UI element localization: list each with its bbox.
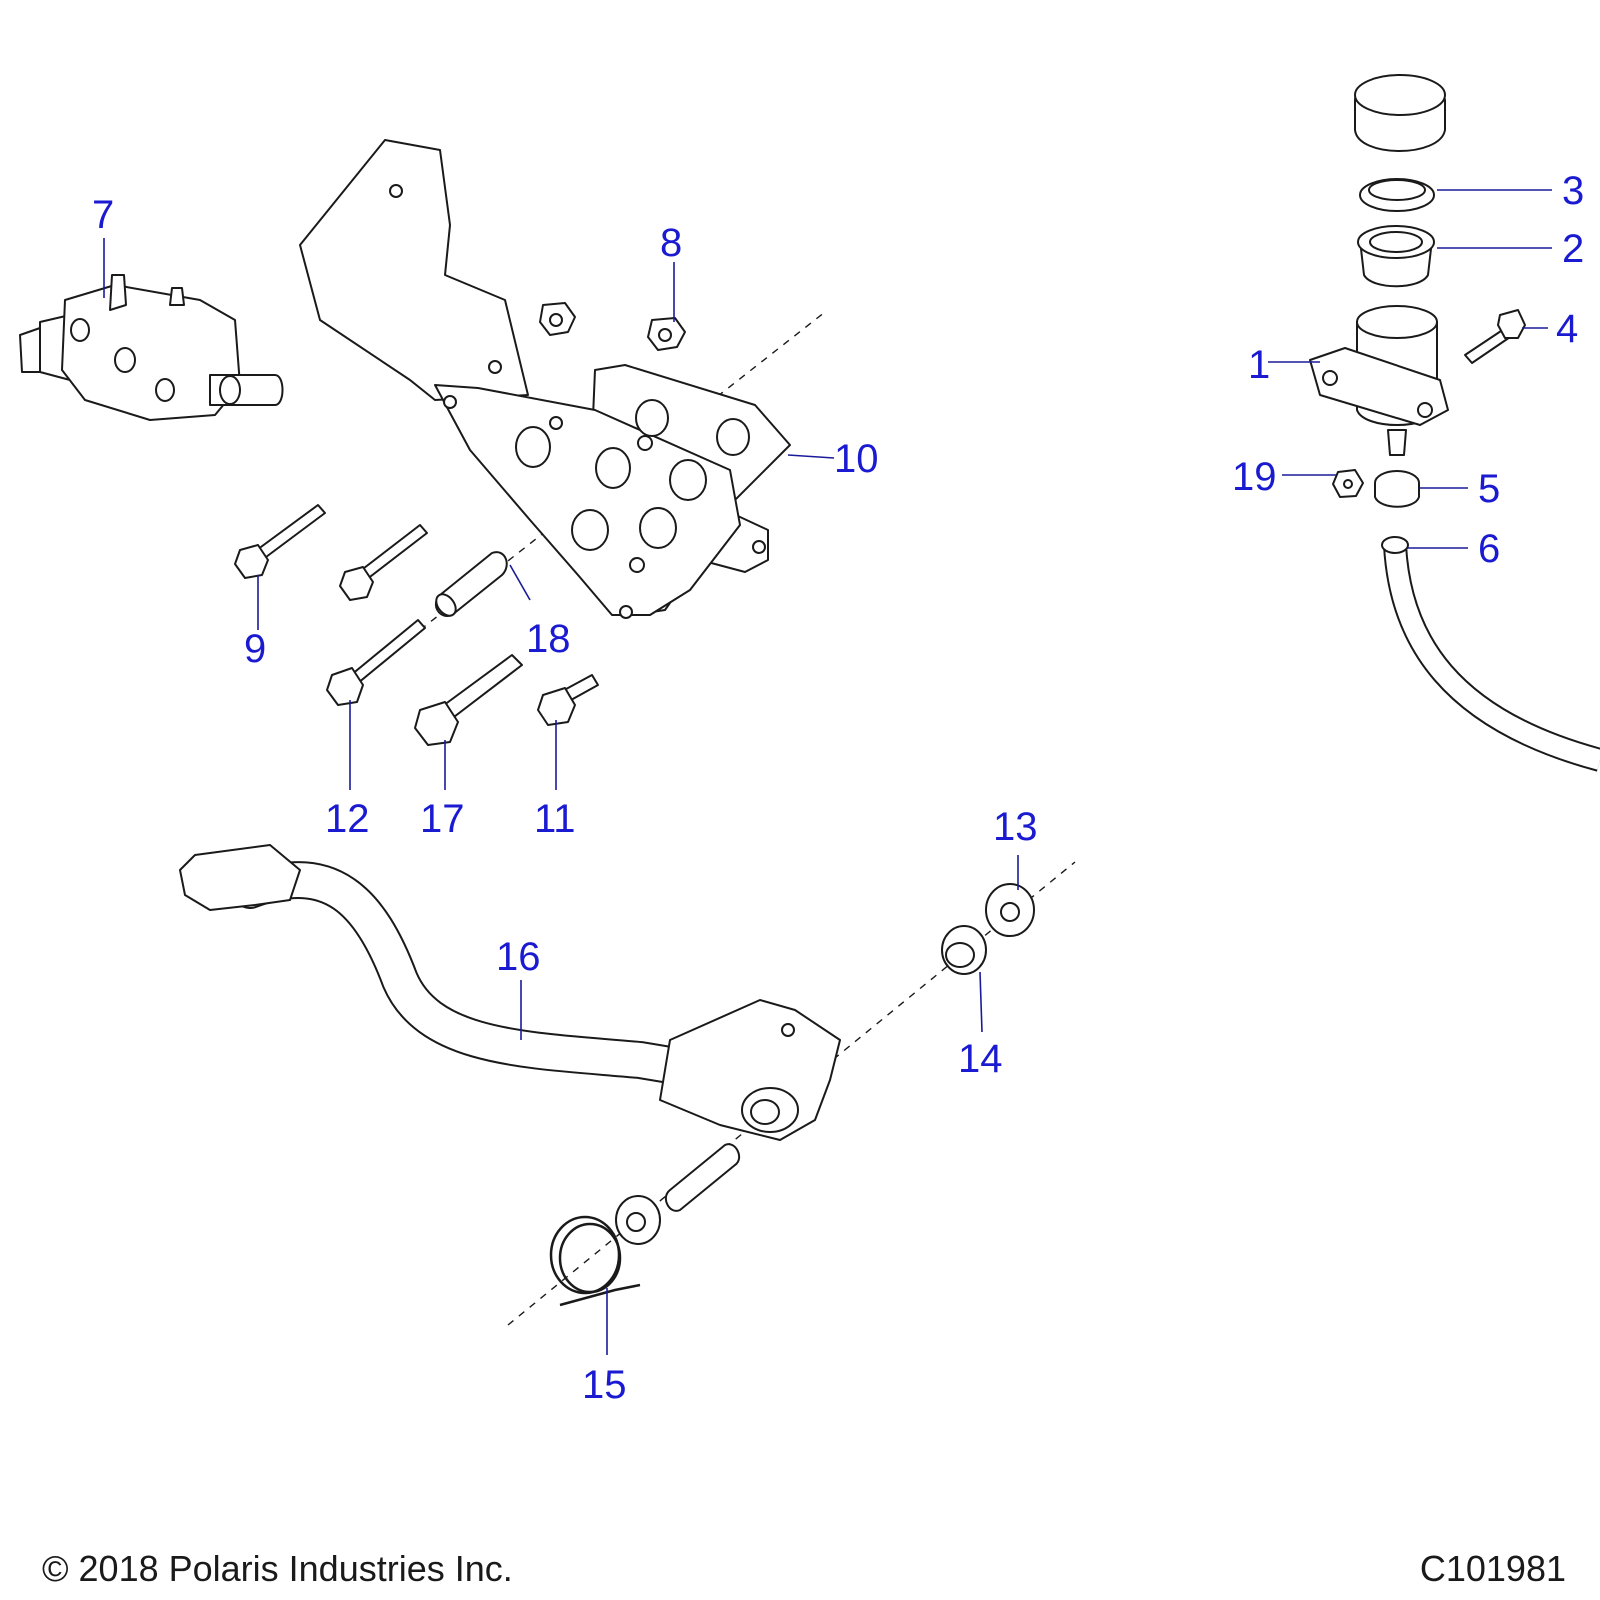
callout-5: 5 (1478, 467, 1500, 511)
callout-3: 3 (1562, 169, 1584, 213)
hose-clamp (1374, 470, 1420, 508)
callout-labels: 1 2 3 4 5 6 7 8 9 10 11 12 13 14 15 16 1… (92, 169, 1584, 1407)
bolt-11 (537, 674, 599, 726)
callout-10: 10 (834, 437, 879, 481)
brake-pedal (179, 844, 841, 1141)
callout-14: 14 (958, 1037, 1003, 1081)
reservoir-screw (1464, 309, 1526, 364)
reservoir-diaphragm (1357, 225, 1435, 288)
bushing-13 (985, 883, 1035, 937)
callout-2: 2 (1562, 227, 1584, 271)
reservoir (1309, 305, 1449, 456)
callout-18: 18 (526, 617, 571, 661)
reservoir-cap (1354, 74, 1446, 152)
reservoir-diaphragm-plate (1359, 178, 1435, 212)
leader-lines (103, 189, 1552, 1355)
bolt-17 (414, 654, 523, 746)
bolt-9b (339, 524, 428, 601)
callout-11: 11 (534, 797, 576, 841)
return-spring (549, 1215, 641, 1307)
reservoir-nut (1332, 469, 1364, 498)
bolt-12 (326, 619, 426, 706)
callout-6: 6 (1478, 527, 1500, 571)
callout-16: 16 (496, 935, 541, 979)
master-cylinder (19, 274, 284, 421)
callout-9: 9 (244, 627, 266, 671)
callout-12: 12 (325, 797, 370, 841)
pedal-bracket (299, 139, 791, 619)
pivot-washer (615, 1195, 661, 1245)
bracket-nut-right (647, 317, 686, 351)
pivot-sleeve (664, 1143, 741, 1212)
bolt-9 (234, 504, 326, 579)
callout-13: 13 (993, 805, 1038, 849)
callout-17: 17 (420, 797, 465, 841)
copyright-notice: © 2018 Polaris Industries Inc. (42, 1548, 513, 1589)
figure-id: C101981 (1419, 1548, 1566, 1589)
callout-8: 8 (660, 221, 682, 265)
callout-19: 19 (1232, 455, 1277, 499)
bushing-14 (941, 925, 987, 975)
callout-7: 7 (92, 193, 114, 237)
callout-1: 1 (1248, 343, 1270, 387)
callout-15: 15 (582, 1363, 627, 1407)
sleeve-18 (434, 551, 508, 617)
bracket-nut-left (539, 302, 576, 336)
reservoir-hose (1381, 536, 1600, 772)
callout-4: 4 (1556, 307, 1578, 351)
